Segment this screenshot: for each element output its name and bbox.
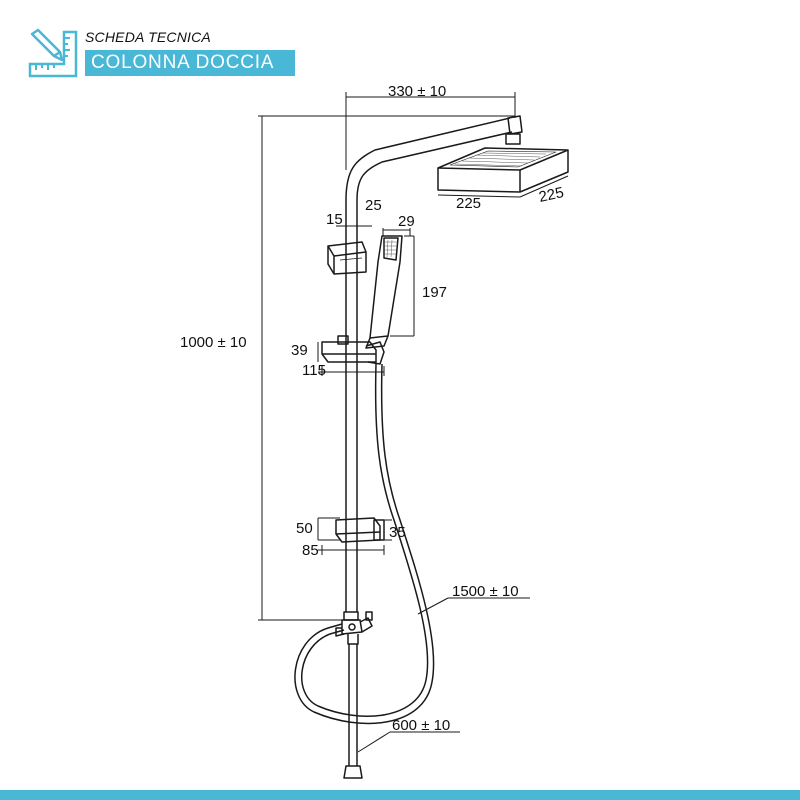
riser-pipe: [345, 115, 523, 612]
lower-pipe-label: 600 ± 10: [392, 717, 450, 734]
lower-pipe: [343, 644, 363, 779]
pipe-offset-dimension: [336, 210, 372, 232]
bottom-accent-bar: [0, 790, 800, 800]
hand-shower-dimension: [382, 228, 415, 337]
arm-length-dimension: [345, 92, 516, 170]
pipe-offset-b-label: 25: [365, 197, 382, 214]
header: SCHEDA TECNICA COLONNA DOCCIA: [0, 0, 800, 90]
total-height-dimension: [258, 115, 515, 621]
slider-dimension: [317, 342, 385, 376]
hose-length-leader: [417, 597, 530, 615]
ruler-pencil-icon: [28, 28, 78, 78]
slider-height-label: 39: [291, 342, 308, 359]
product-title: COLONNA DOCCIA: [85, 50, 295, 76]
handshower-length-label: 197: [422, 284, 447, 301]
head-width-front-label: 225: [456, 195, 481, 212]
hose-length-label: 1500 ± 10: [452, 583, 519, 600]
bracket-height-label: 50: [296, 520, 313, 537]
lower-bracket: [335, 517, 385, 543]
sheet-label: SCHEDA TECNICA: [85, 29, 211, 45]
head-width-dimension: [437, 175, 569, 198]
slider-width-label: 115: [302, 362, 326, 379]
total-height-label: 1000 ± 10: [180, 334, 247, 351]
slider-holder: [321, 335, 385, 365]
hand-shower: [365, 235, 403, 349]
pipe-offset-a-label: 15: [326, 211, 343, 228]
bracket-depth-label: 35: [389, 524, 406, 541]
handshower-width-label: 29: [398, 213, 415, 230]
bracket-width-label: 85: [302, 542, 319, 559]
head-width-side-label: 225: [537, 184, 565, 206]
lower-pipe-leader: [357, 731, 460, 753]
flexible-hose: [294, 363, 435, 725]
shower-head: [437, 133, 569, 193]
diverter-valve: [335, 611, 373, 645]
upper-holder: [327, 241, 367, 275]
bracket-dimension: [317, 517, 392, 555]
arm-length-label: 330 ± 10: [388, 83, 446, 100]
